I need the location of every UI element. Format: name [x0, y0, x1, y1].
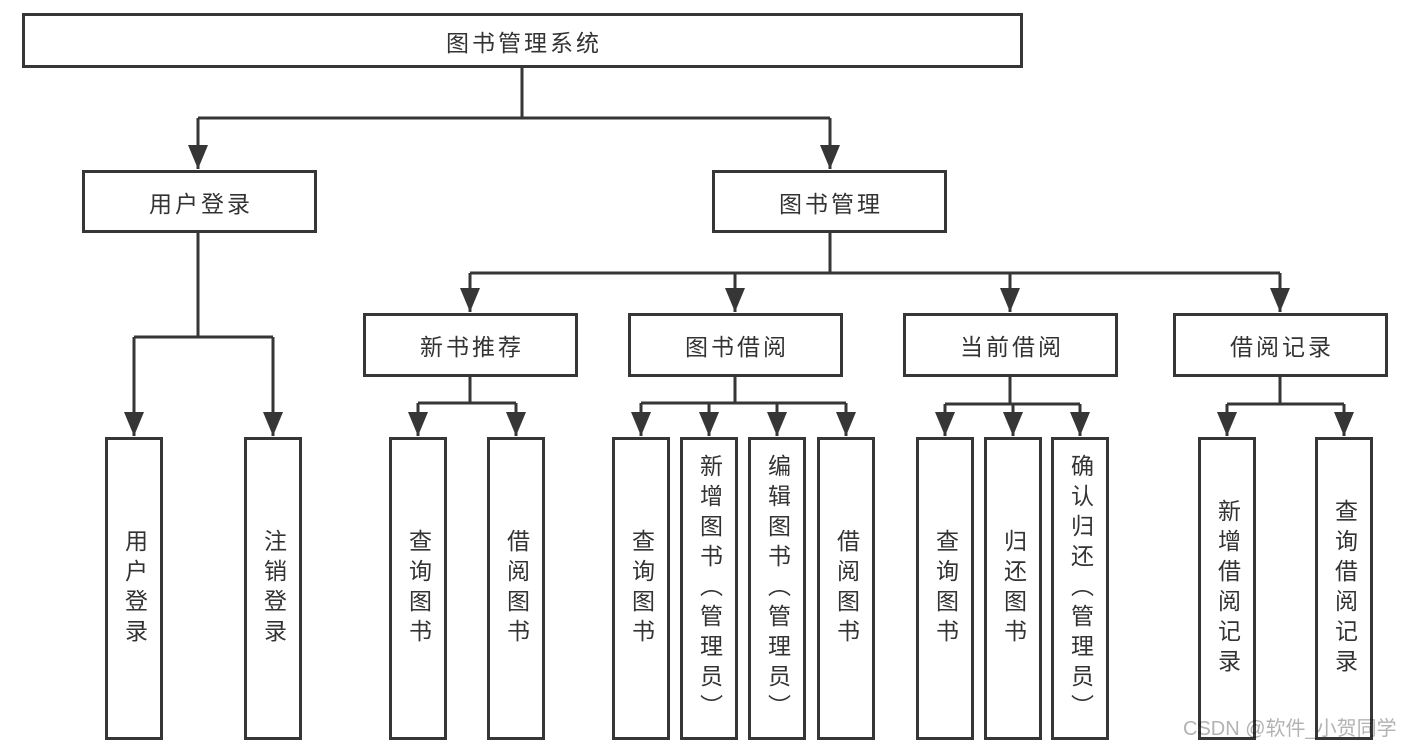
- leaf-bb-edit-books-admin-label: 编辑图书（管理员）: [764, 453, 791, 724]
- leaf-cb-confirm-return-admin-label: 确认归还（管理员）: [1067, 453, 1094, 724]
- leaf-cb-confirm-return-admin: 确认归还（管理员）: [1051, 437, 1109, 740]
- leaf-bb-query-books: 查询图书: [612, 437, 670, 740]
- leaf-bb-add-books-admin: 新增图书（管理员）: [680, 437, 738, 740]
- leaf-br-add-record-label: 新增借阅记录: [1214, 498, 1241, 679]
- leaf-user-login-label: 用户登录: [121, 528, 148, 649]
- node-book-management: 图书管理: [712, 170, 947, 233]
- leaf-br-query-record-label: 查询借阅记录: [1331, 498, 1358, 679]
- node-root-title: 图书管理系统: [22, 13, 1023, 68]
- leaf-logout-label: 注销登录: [260, 528, 287, 649]
- leaf-nbr-borrow-books: 借阅图书: [487, 437, 545, 740]
- leaf-logout: 注销登录: [244, 437, 302, 740]
- leaf-bb-add-books-admin-label: 新增图书（管理员）: [696, 453, 723, 724]
- leaf-br-add-record: 新增借阅记录: [1198, 437, 1256, 740]
- leaf-user-login: 用户登录: [105, 437, 163, 740]
- node-new-book-recommend: 新书推荐: [363, 313, 578, 377]
- node-borrowing-records: 借阅记录: [1173, 313, 1388, 377]
- node-current-borrowing: 当前借阅: [903, 313, 1118, 377]
- leaf-cb-query-books-label: 查询图书: [932, 528, 959, 649]
- leaf-bb-query-books-label: 查询图书: [628, 528, 655, 649]
- leaf-br-query-record: 查询借阅记录: [1315, 437, 1373, 740]
- leaf-bb-edit-books-admin: 编辑图书（管理员）: [748, 437, 806, 740]
- leaf-nbr-query-books-label: 查询图书: [405, 528, 432, 649]
- leaf-bb-borrow-books-label: 借阅图书: [833, 528, 860, 649]
- leaf-cb-return-books-label: 归还图书: [1000, 528, 1027, 649]
- leaf-nbr-query-books: 查询图书: [389, 437, 447, 740]
- node-book-borrowing: 图书借阅: [628, 313, 843, 377]
- leaf-nbr-borrow-books-label: 借阅图书: [503, 528, 530, 649]
- node-user-login: 用户登录: [82, 170, 317, 233]
- csdn-watermark: CSDN @软件_小贺同学: [1183, 718, 1397, 740]
- arrowheads: [124, 145, 1354, 436]
- leaf-cb-return-books: 归还图书: [984, 437, 1042, 740]
- leaf-cb-query-books: 查询图书: [916, 437, 974, 740]
- leaf-bb-borrow-books: 借阅图书: [817, 437, 875, 740]
